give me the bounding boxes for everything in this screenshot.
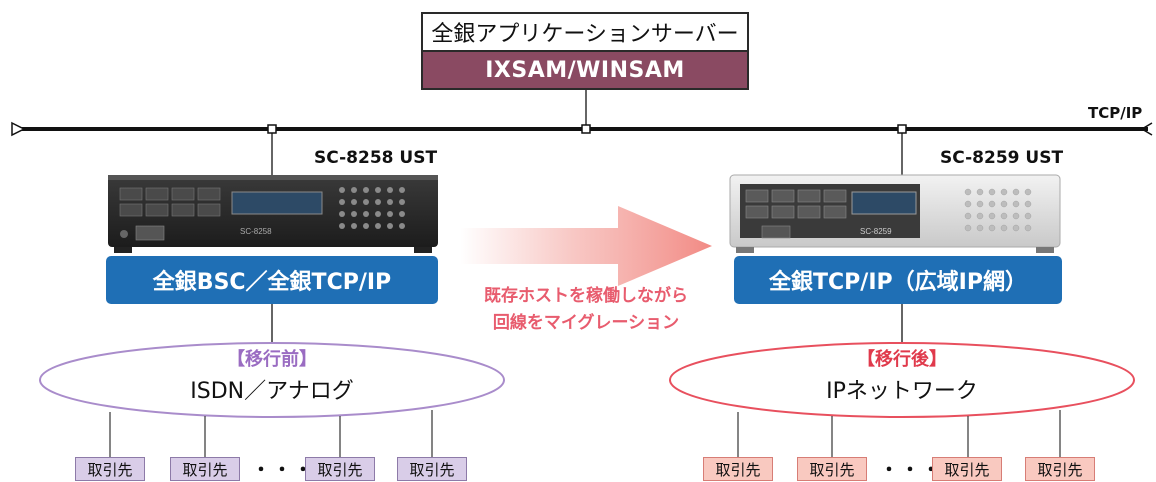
ellipsis-before: ・・・ xyxy=(252,460,315,481)
device-sc8259-image: SC-8259 xyxy=(729,174,1061,253)
before-network-name: ISDN／アナログ xyxy=(190,379,354,404)
backbone-left-end xyxy=(11,121,26,137)
backbone-right-end xyxy=(1140,122,1153,136)
migration-arrow xyxy=(460,206,712,286)
partner-box-before-2: 取引先 xyxy=(170,457,240,481)
tcpip-label: TCP/IP xyxy=(1088,104,1143,122)
after-network-text: 【移行後】 IPネットワーク xyxy=(752,345,1052,405)
migration-caption-line1: 既存ホストを稼働しながら xyxy=(484,286,688,306)
after-network-ellipse xyxy=(669,342,1135,418)
migration-caption: 既存ホストを稼働しながら 回線をマイグレーション xyxy=(466,283,706,337)
svg-text:SC-8258: SC-8258 xyxy=(240,227,272,236)
junction-center xyxy=(581,124,591,134)
model-after-label: SC-8259 UST xyxy=(940,148,1064,168)
protocol-after-bar: 全銀TCP/IP（広域IP網） xyxy=(734,256,1062,304)
partner-box-before-1: 取引先 xyxy=(75,457,145,481)
before-partner-lines xyxy=(109,410,433,458)
junction-left xyxy=(267,124,277,134)
partner-box-after-2: 取引先 xyxy=(797,457,867,481)
svg-text:SC-8259: SC-8259 xyxy=(860,227,892,236)
server-system-name: IXSAM/WINSAM xyxy=(421,50,749,90)
after-partner-lines xyxy=(737,410,1061,458)
model-before-label: SC-8258 UST xyxy=(314,148,438,168)
before-network-ellipse xyxy=(39,342,505,418)
ellipsis-after: ・・・ xyxy=(880,460,943,481)
partner-box-before-4: 取引先 xyxy=(397,457,467,481)
device-sc8258-image: SC-8258 xyxy=(108,175,438,253)
partner-box-after-3: 取引先 xyxy=(932,457,1002,481)
before-network-text: 【移行前】 ISDN／アナログ xyxy=(122,345,422,405)
after-tag: 【移行後】 xyxy=(857,349,947,370)
server-title: 全銀アプリケーションサーバー xyxy=(421,12,749,50)
after-network-name: IPネットワーク xyxy=(826,379,978,404)
partner-box-after-4: 取引先 xyxy=(1025,457,1095,481)
partner-box-after-1: 取引先 xyxy=(703,457,773,481)
migration-caption-line2: 回線をマイグレーション xyxy=(492,313,680,333)
junction-right xyxy=(897,124,907,134)
before-tag: 【移行前】 xyxy=(227,349,317,370)
protocol-before-bar: 全銀BSC／全銀TCP/IP xyxy=(106,256,438,304)
partner-box-before-3: 取引先 xyxy=(305,457,375,481)
